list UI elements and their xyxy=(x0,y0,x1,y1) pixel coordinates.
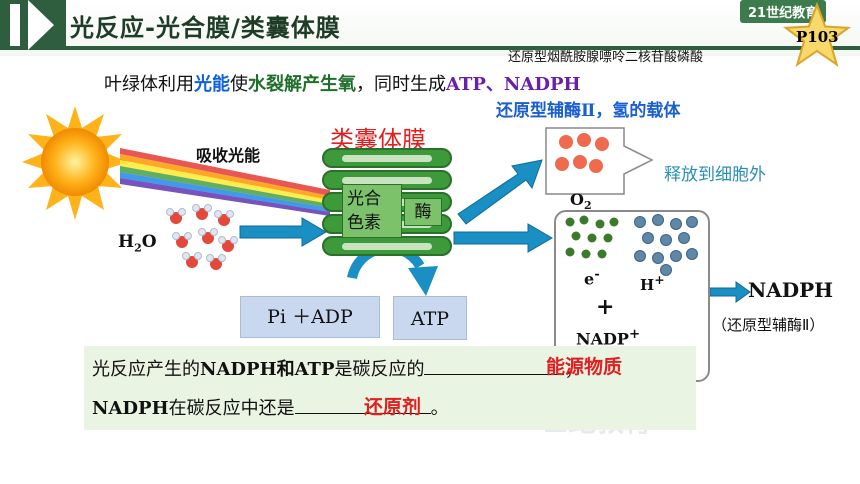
oxygen-callout xyxy=(545,127,654,195)
q2-blank xyxy=(294,413,431,414)
intro-rest: ，同时生成 xyxy=(356,74,446,95)
h2o-h: H xyxy=(118,232,135,252)
answer-2: 还原剂 xyxy=(364,396,422,418)
q2-mid: 在碳反应中还是 xyxy=(168,398,295,419)
header-stripe xyxy=(66,46,860,50)
absorb-light-label: 吸收光能 xyxy=(196,146,261,165)
membrane-disc xyxy=(322,236,452,256)
q1-mid: 是碳反应的 xyxy=(334,359,425,380)
nadp-sup: + xyxy=(628,326,641,342)
header-arrow-icon xyxy=(28,0,54,50)
header-bar-icon xyxy=(10,4,20,46)
plus-sign: + xyxy=(596,294,615,320)
nadph-explanation: （还原型辅酶Ⅱ） xyxy=(712,316,825,334)
water-molecules-icon xyxy=(166,204,238,270)
atp-box: ATP xyxy=(393,296,467,340)
page-title: 光反应-光合膜/类囊体膜 xyxy=(70,14,341,42)
pigment-box: 光合色素 xyxy=(342,184,402,238)
oxygen-molecules-icon xyxy=(555,133,609,173)
q2-bold: NADPH xyxy=(92,398,169,419)
electron-sup: - xyxy=(594,266,600,282)
q1-bold: NADPH和ATP xyxy=(200,359,335,380)
intro-atp: ATP、NADPH xyxy=(446,74,581,95)
intro-water: 水裂解产生氧 xyxy=(248,74,356,95)
question-line-1: 光反应产生的NADPH和ATP是碳反应的 ； xyxy=(92,355,582,381)
star-badge-icon xyxy=(782,2,852,68)
q1-prefix: 光反应产生的 xyxy=(92,359,200,380)
intro-mid: 使 xyxy=(230,74,248,95)
nadp-text: NADP xyxy=(576,329,629,349)
q1-blank xyxy=(424,374,565,375)
water-to-membrane-arrow-icon xyxy=(239,217,327,247)
q2-end: 。 xyxy=(430,398,449,419)
pi-adp-box: Pi ＋ADP xyxy=(240,296,380,338)
page-reference: P103 xyxy=(796,28,839,46)
proton-label: H+ xyxy=(640,272,665,294)
question-line-2: NADPH在碳反应中还是 。 xyxy=(92,394,449,420)
enzyme-box: 酶 xyxy=(404,198,442,226)
container-to-nadph-arrow-icon xyxy=(709,281,751,303)
electron-label: e- xyxy=(584,266,600,288)
brand-logo: 21世纪教育 xyxy=(740,0,827,23)
intro-light: 光能 xyxy=(194,74,230,95)
membrane-to-oxygen-arrow-icon xyxy=(457,159,543,225)
proton-text: H xyxy=(640,276,655,294)
header-accent xyxy=(0,0,66,50)
o2-sub: 2 xyxy=(583,199,592,213)
sun-icon xyxy=(22,106,128,220)
electron-particles-icon xyxy=(565,215,619,259)
h2o-sub: 2 xyxy=(134,241,142,255)
nadph-fullname: 还原型烟酰胺腺嘌呤二核苷酸磷酸 xyxy=(508,50,704,65)
nadph-product-label: NADPH xyxy=(748,278,834,302)
q1-end: ； xyxy=(564,359,583,380)
question-panel xyxy=(84,346,696,430)
release-label: 释放到细胞外 xyxy=(664,165,766,185)
membrane-to-container-arrow-icon xyxy=(453,223,553,253)
intro-sentence: 叶绿体利用光能使水裂解产生氧，同时生成ATP、NADPH xyxy=(104,70,580,96)
sun-and-light-rays xyxy=(22,106,330,220)
membrane-disc xyxy=(322,148,452,168)
proton-sup: + xyxy=(654,272,665,287)
answer-1: 能源物质 xyxy=(546,356,623,378)
h2o-label: H2O xyxy=(118,232,157,254)
o2-label: O2 xyxy=(570,190,592,212)
proton-particles-icon xyxy=(634,214,698,276)
h2o-o: O xyxy=(141,232,157,252)
nadph-note: 还原型辅酶Ⅱ，氢的载体 xyxy=(496,101,681,121)
nadp-label: NADP+ xyxy=(576,326,640,348)
intro-prefix: 叶绿体利用 xyxy=(104,74,194,95)
o2-o: O xyxy=(570,190,584,209)
electron-text: e xyxy=(584,269,595,289)
